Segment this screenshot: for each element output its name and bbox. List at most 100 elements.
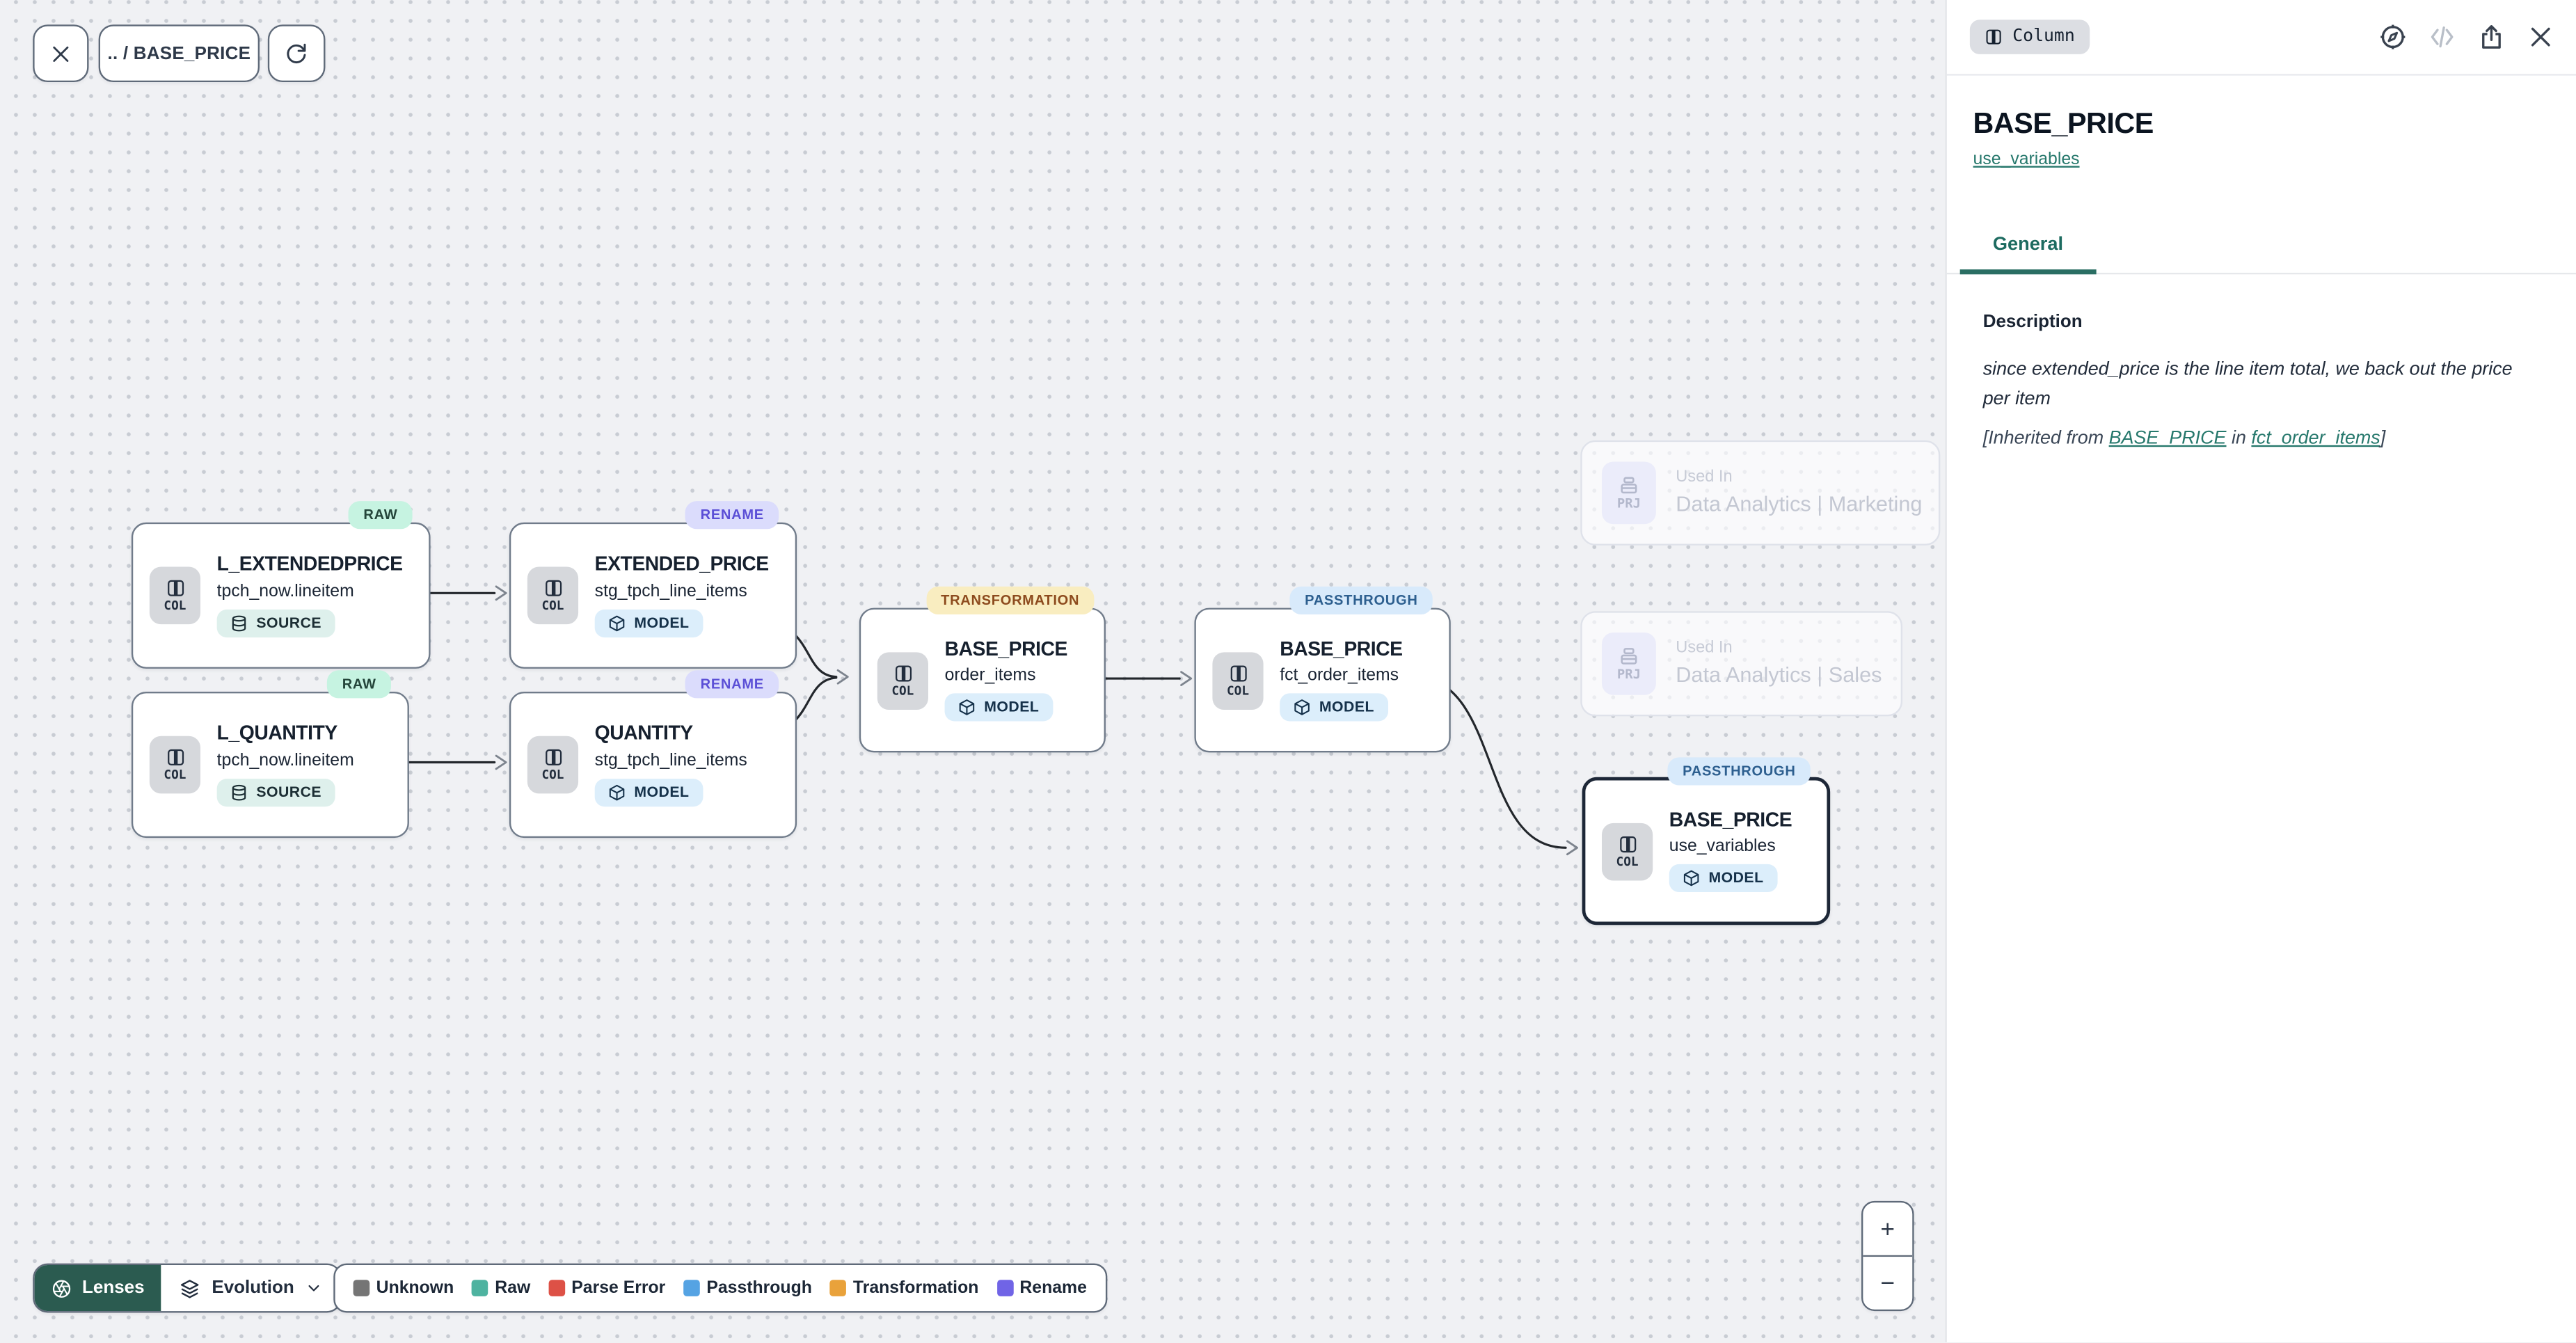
columns-icon [1985,28,2003,46]
node-subtitle: stg_tpch_line_items [594,581,747,601]
cube-icon [608,784,626,802]
columns-icon [1617,834,1637,854]
node-title: BASE_PRICE [1280,637,1403,660]
model-link[interactable]: use_variables [1973,149,2080,170]
close-panel-icon[interactable] [2527,23,2554,51]
type-badge: SOURCE [216,778,335,807]
node-extended-price[interactable]: RENAME COL EXTENDED_PRICE stg_tpch_line_… [509,501,797,669]
description-text: since extended_price is the line item to… [1982,360,2513,409]
refresh-button[interactable] [267,24,326,83]
node-title: BASE_PRICE [944,637,1068,660]
lens-badge: RAW [327,670,391,698]
node-base-price-use-variables[interactable]: PASSTHROUGH COL BASE_PRICE use_variables… [1582,757,1831,925]
legend-swatch [548,1280,565,1296]
type-badge: MODEL [594,778,703,807]
chevron-down-icon [305,1280,322,1296]
type-badge: SOURCE [216,609,335,637]
type-badge: MODEL [1669,864,1777,893]
legend-swatch [829,1280,847,1296]
columns-icon [543,579,562,598]
legend-item: Passthrough [683,1278,812,1298]
used-in-label: Used In [1676,468,1733,487]
node-l-quantity[interactable]: RAW COL L_QUANTITY tpch_now.lineitem SOU… [131,670,409,839]
node-subtitle: use_variables [1669,836,1776,857]
zoom-in-button[interactable]: + [1863,1202,1913,1257]
close-lineage-button[interactable] [33,24,89,83]
legend-item: Unknown [353,1278,454,1298]
columns-icon [1228,663,1248,683]
node-subtitle: tpch_now.lineitem [216,581,354,601]
description-heading: Description [1982,312,2083,332]
share-icon[interactable] [2477,23,2505,51]
project-icon [1619,646,1640,667]
lens-badge: RENAME [685,670,779,698]
project-icon [1619,475,1640,496]
zoom-controls: + − [1861,1200,1914,1312]
project-chip: PRJ [1601,461,1656,525]
column-chip: COL [1212,651,1264,709]
legend-item: Rename [996,1278,1087,1298]
column-chip: COL [1601,822,1653,880]
compass-navigate-icon[interactable] [2379,23,2407,51]
panel-header: Column [1946,0,2576,76]
node-title: L_QUANTITY [216,721,338,745]
columns-icon [165,579,184,598]
lenses-control: Lenses Evolution [33,1263,342,1313]
breadcrumb[interactable]: .. / BASE_PRICE [98,24,260,83]
code-icon[interactable] [2428,23,2456,51]
legend-swatch [353,1280,370,1296]
used-in-project: Data Analytics | Marketing [1676,491,1923,516]
column-chip: COL [527,736,579,794]
used-in-node-marketing: PRJ Used In Data Analytics | Marketing [1580,440,1941,546]
description-inherited: [Inherited from BASE_PRICE in fct_order_… [1982,429,2386,450]
node-title: EXTENDED_PRICE [594,552,770,575]
node-subtitle: fct_order_items [1280,666,1399,686]
inherited-model-link[interactable]: fct_order_items [2251,429,2380,450]
database-icon [230,614,248,633]
legend-swatch [683,1280,700,1296]
used-in-label: Used In [1676,639,1733,658]
description-section: Description since extended_price is the … [1947,274,2576,454]
lineage-canvas[interactable]: .. / BASE_PRICE RAW COL L_EXTENDEDPRICE … [0,0,1946,1342]
project-chip: PRJ [1601,632,1656,695]
legend-swatch [996,1280,1013,1296]
lens-legend: Unknown Raw Parse Error Passthrough Tran… [333,1263,1107,1313]
lens-badge: PASSTHROUGH [1667,757,1811,785]
refresh-icon [284,41,308,65]
node-title: QUANTITY [594,721,694,745]
cube-icon [1683,870,1701,888]
lens-badge: TRANSFORMATION [925,586,1095,614]
panel-tabs: General [1946,220,2576,275]
lens-badge: RAW [349,501,413,529]
legend-item: Parse Error [548,1278,665,1298]
lens-badge: PASSTHROUGH [1289,586,1433,614]
node-subtitle: order_items [944,666,1036,686]
columns-icon [893,663,912,683]
legend-item: Transformation [829,1278,978,1298]
node-quantity[interactable]: RENAME COL QUANTITY stg_tpch_line_items … [509,670,797,839]
node-l-extendedprice[interactable]: RAW COL L_EXTENDEDPRICE tpch_now.lineite… [131,501,431,669]
node-subtitle: tpch_now.lineitem [216,750,354,770]
inherited-column-link[interactable]: BASE_PRICE [2108,429,2227,450]
column-chip: COL [877,651,928,709]
used-in-project: Data Analytics | Sales [1676,662,1882,688]
layers-icon [179,1278,200,1299]
panel-title: BASE_PRICE [1973,106,2154,140]
legend-item: Raw [472,1278,530,1298]
zoom-out-button[interactable]: − [1863,1257,1913,1310]
lenses-button[interactable]: Lenses [34,1264,161,1312]
type-badge: MODEL [1280,694,1388,722]
cube-icon [957,699,976,717]
lens-mode-dropdown[interactable]: Evolution [161,1264,340,1312]
node-base-price-order-items[interactable]: TRANSFORMATION COL BASE_PRICE order_item… [859,586,1106,753]
column-chip: COL [527,566,579,625]
aperture-icon [51,1278,72,1299]
detail-panel: Column BASE_PRICE use_variables General … [1945,0,2576,1342]
tab-general[interactable]: General [1959,220,2097,275]
legend-swatch [472,1280,488,1296]
node-base-price-fct-order-items[interactable]: PASSTHROUGH COL BASE_PRICE fct_order_ite… [1194,586,1451,753]
entity-type-badge: Column [1969,19,2090,54]
used-in-node-sales: PRJ Used In Data Analytics | Sales [1580,611,1903,717]
lens-badge: RENAME [685,501,779,529]
